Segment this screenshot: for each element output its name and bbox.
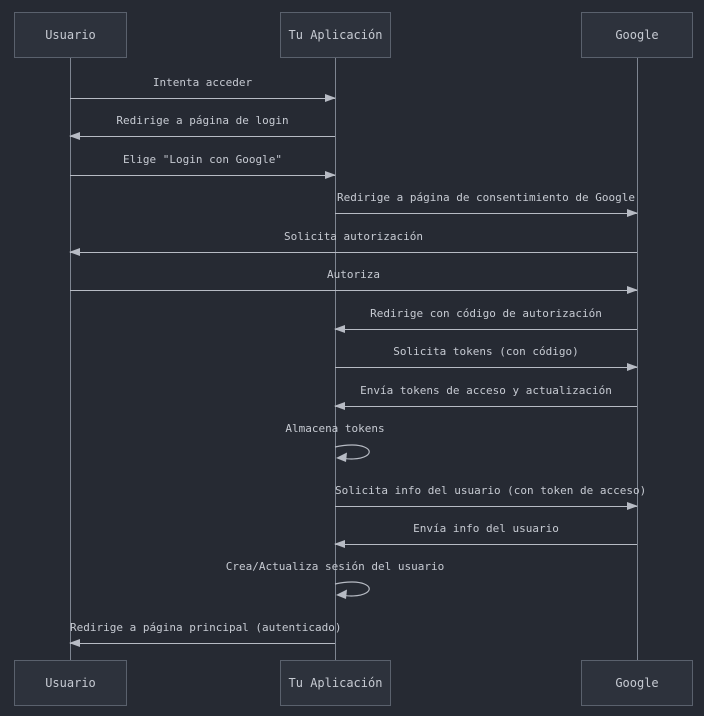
message-redirige-principal: Redirige a página principal (autenticado…	[69, 620, 342, 647]
actor-box-usuario-bottom: Usuario	[14, 660, 127, 706]
message-label: Envía tokens de acceso y actualización	[360, 384, 612, 397]
message-arrow	[70, 286, 638, 294]
message-redirige-codigo: Redirige con código de autorización	[334, 306, 637, 333]
arrowhead-right-icon	[627, 286, 638, 294]
message-label: Elige "Login con Google"	[123, 153, 282, 166]
message-label: Redirige con código de autorización	[370, 307, 602, 320]
self-loop-arrow-icon	[334, 581, 370, 599]
actor-label-tu-aplicacion: Tu Aplicación	[288, 676, 383, 690]
actor-box-tu-aplicacion-bottom: Tu Aplicación	[280, 660, 391, 706]
message-label: Solicita info del usuario (con token de …	[335, 484, 647, 497]
actor-label-usuario: Usuario	[45, 28, 96, 42]
actor-box-google-top: Google	[581, 12, 693, 58]
actor-label-google: Google	[615, 28, 659, 42]
message-label: Redirige a página de consentimiento de G…	[336, 191, 635, 204]
arrowhead-right-icon	[627, 363, 638, 371]
message-almacena-tokens-label: Almacena tokens	[285, 422, 385, 435]
message-arrow	[69, 132, 335, 140]
actor-label-tu-aplicacion: Tu Aplicación	[288, 28, 383, 42]
message-arrow	[334, 325, 637, 333]
message-solicita-info-usuario: Solicita info del usuario (con token de …	[335, 483, 647, 510]
arrowhead-left-icon	[334, 540, 345, 548]
message-redirige-login: Redirige a página de login	[69, 113, 335, 140]
actor-label-google: Google	[615, 676, 659, 690]
arrowhead-right-icon	[325, 171, 336, 179]
lifeline-usuario	[70, 58, 71, 660]
message-arrow	[335, 363, 638, 371]
message-label: Solicita autorización	[283, 230, 424, 243]
message-crea-sesion-label: Crea/Actualiza sesión del usuario	[225, 560, 445, 573]
message-envia-info-usuario: Envía info del usuario	[334, 521, 637, 548]
message-solicita-autorizacion: Solicita autorización	[69, 229, 637, 256]
message-label: Redirige a página de login	[116, 114, 289, 127]
lifeline-google	[637, 58, 638, 660]
message-arrow	[69, 248, 637, 256]
arrowhead-left-icon	[69, 248, 80, 256]
arrowhead-left-icon	[69, 132, 80, 140]
arrowhead-left-icon	[69, 639, 80, 647]
message-arrow	[335, 502, 638, 510]
message-envia-tokens: Envía tokens de acceso y actualización	[334, 383, 637, 410]
actor-box-google-bottom: Google	[581, 660, 693, 706]
actor-label-usuario: Usuario	[45, 676, 96, 690]
message-arrow	[70, 94, 336, 102]
message-arrow	[334, 402, 637, 410]
message-label: Intenta acceder	[152, 76, 253, 89]
arrowhead-left-icon	[334, 325, 345, 333]
actor-box-tu-aplicacion-top: Tu Aplicación	[280, 12, 391, 58]
message-autoriza: Autoriza	[70, 267, 638, 294]
self-loop-arrow-icon	[334, 444, 370, 462]
message-label: Redirige a página principal (autenticado…	[70, 621, 342, 634]
message-redirige-consentimiento: Redirige a página de consentimiento de G…	[335, 190, 638, 217]
message-label: Solicita tokens (con código)	[393, 345, 579, 358]
lifeline-tu-aplicacion	[335, 58, 336, 660]
arrowhead-right-icon	[325, 94, 336, 102]
message-arrow	[69, 639, 335, 647]
message-arrow	[334, 540, 637, 548]
message-label: Envía info del usuario	[413, 522, 559, 535]
message-label: Autoriza	[327, 268, 380, 281]
message-elige-login-google: Elige "Login con Google"	[70, 152, 336, 179]
arrowhead-right-icon	[627, 502, 638, 510]
message-arrow	[70, 171, 336, 179]
arrowhead-left-icon	[334, 402, 345, 410]
arrowhead-right-icon	[627, 209, 638, 217]
message-intenta-acceder: Intenta acceder	[70, 75, 336, 102]
message-solicita-tokens: Solicita tokens (con código)	[335, 344, 638, 371]
message-arrow	[335, 209, 638, 217]
actor-box-usuario-top: Usuario	[14, 12, 127, 58]
